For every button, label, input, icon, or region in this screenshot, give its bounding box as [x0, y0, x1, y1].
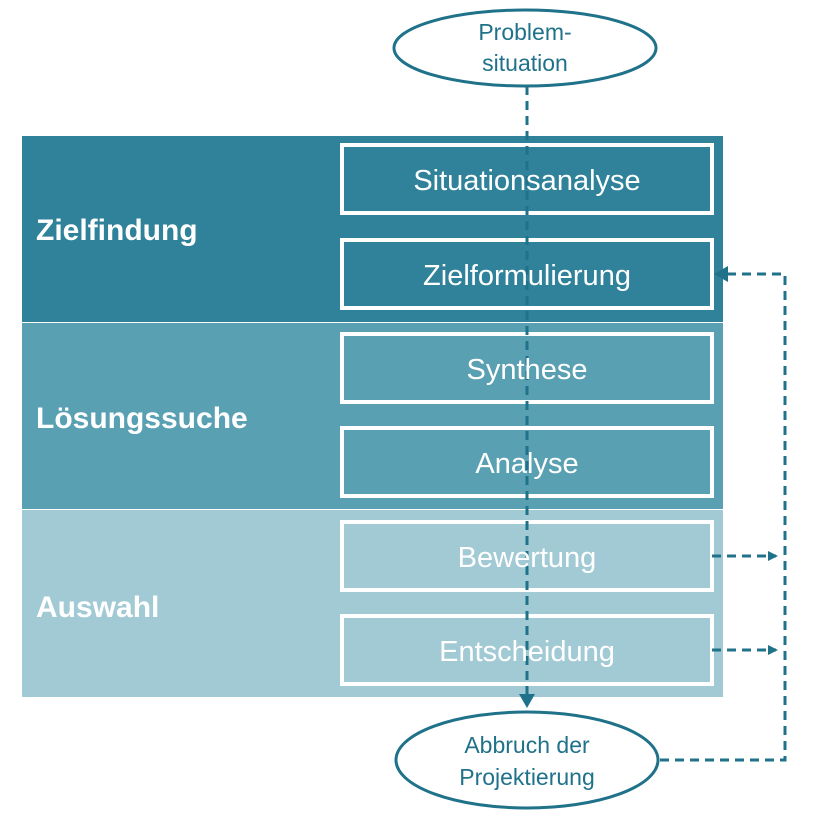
- step-label-synthese: Synthese: [467, 354, 588, 386]
- step-label-situationsanalyse: Situationsanalyse: [413, 165, 640, 197]
- start-node-line1: Problem-: [478, 19, 571, 45]
- end-node: [394, 710, 660, 810]
- feedback-loop-arrowhead: [714, 266, 728, 282]
- phase-label-zielfindung: Zielfindung: [36, 214, 198, 247]
- step-label-zielformulierung: Zielformulierung: [423, 260, 631, 292]
- start-node-line2: situation: [482, 50, 568, 76]
- end-node-line1: Abbruch der: [464, 732, 590, 758]
- phase-label-auswahl: Auswahl: [36, 591, 159, 624]
- phase-band-auswahl: [22, 510, 723, 697]
- start-node: [392, 8, 658, 88]
- step-label-analyse: Analyse: [475, 448, 578, 480]
- phase-band-loesungssuche: [22, 323, 723, 509]
- step-label-bewertung: Bewertung: [458, 542, 597, 574]
- phase-band-zielfindung: [22, 136, 723, 322]
- end-node-line2: Projektierung: [459, 764, 595, 790]
- step-label-entscheidung: Entscheidung: [439, 636, 615, 668]
- phase-label-loesungssuche: Lösungssuche: [36, 402, 248, 435]
- feedback-loop-line: [660, 272, 787, 762]
- main-flow-arrowhead: [519, 694, 535, 708]
